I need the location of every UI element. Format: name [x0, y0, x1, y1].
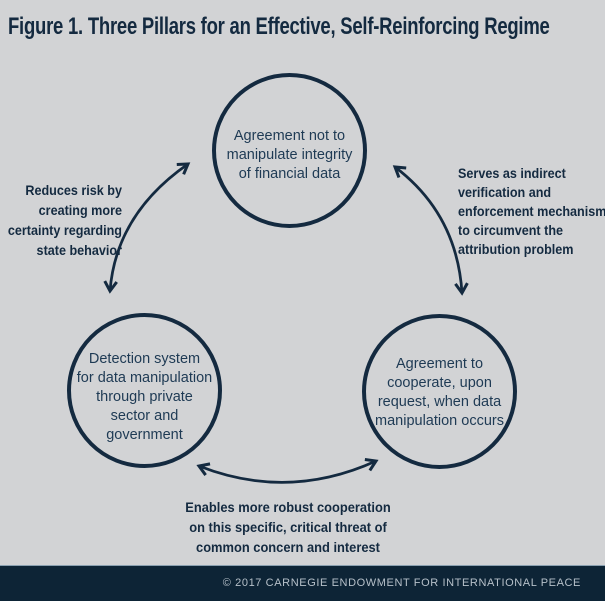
footer-bar: © 2017 CARNEGIE ENDOWMENT FOR INTERNATIO… — [0, 565, 605, 601]
copyright-text: © 2017 CARNEGIE ENDOWMENT FOR INTERNATIO… — [222, 577, 581, 589]
node-top-label: Agreement not to manipulate integrity of… — [226, 128, 353, 182]
circle-left-pillar — [67, 313, 222, 468]
node-left-label: Detection system for data manipulation t… — [76, 351, 213, 443]
edge-left-annotation: Reduces risk by creating more certainty … — [7, 182, 122, 258]
circle-right-pillar — [362, 314, 517, 469]
node-right-label: Agreement to cooperate, upon request, wh… — [375, 356, 504, 429]
arrow-bottom — [196, 457, 379, 484]
arrow-top-right — [392, 165, 469, 296]
figure-title: Figure 1. Three Pillars for an Effective… — [8, 13, 550, 40]
arrow-left-top — [103, 162, 191, 294]
edge-bottom-annotation: Enables more robust cooperation on this … — [185, 499, 391, 555]
circle-top-pillar — [212, 73, 367, 228]
edge-right-annotation: Serves as indirect verification and enfo… — [458, 165, 605, 257]
